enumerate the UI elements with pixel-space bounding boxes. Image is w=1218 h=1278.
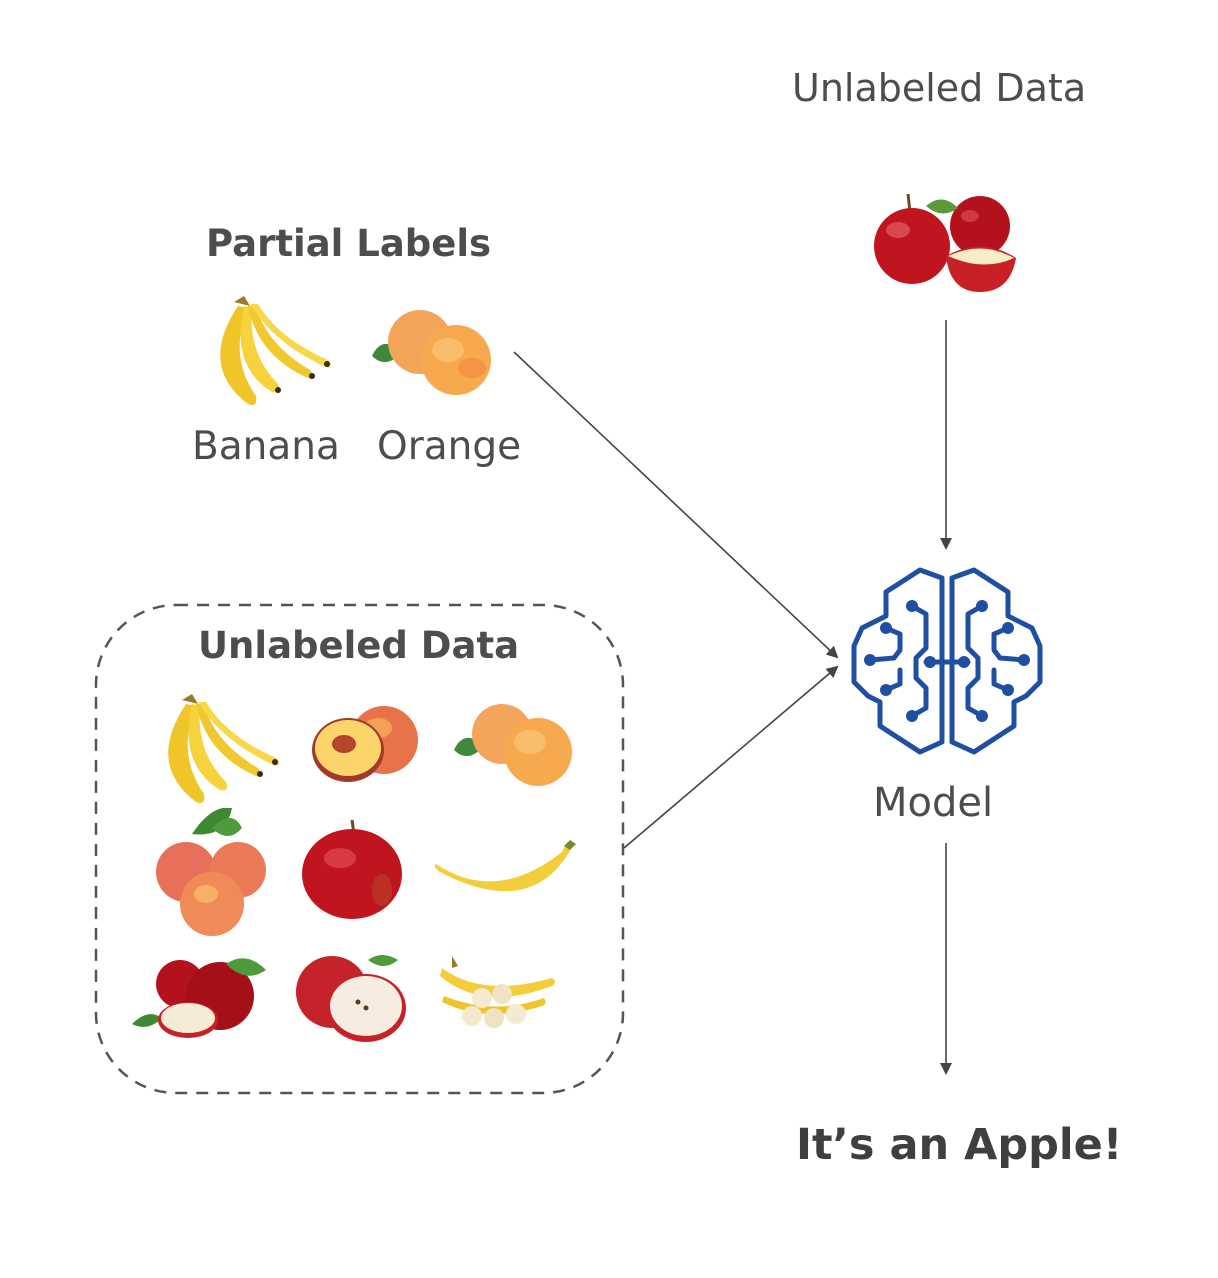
banana-slices-icon	[440, 956, 555, 1028]
orange-fruit-icon	[454, 704, 572, 786]
unlabeled-data-box	[94, 603, 625, 1095]
model-label: Model	[873, 780, 994, 826]
banana-bunch-icon	[168, 694, 279, 803]
red-apple-icon	[302, 819, 402, 919]
apples-icon	[132, 958, 266, 1038]
label-banana: Banana	[192, 424, 340, 469]
arrow-box-to-model	[623, 665, 839, 849]
partial-labels-title: Partial Labels	[206, 222, 492, 265]
apples-icon	[874, 193, 1016, 292]
top-unlabeled-data-title: Unlabeled Data	[792, 66, 1087, 110]
peach-halved-icon	[312, 706, 418, 782]
single-banana-icon	[434, 840, 576, 892]
banana-bunch-icon	[220, 296, 331, 405]
arrow-partial-to-model	[513, 351, 839, 659]
unlabeled-data-box-title: Unlabeled Data	[198, 624, 520, 667]
brain-circuit-icon	[851, 567, 1043, 755]
orange-fruit-icon	[372, 310, 491, 395]
peaches-icon	[156, 808, 266, 936]
apple-halved-icon	[296, 955, 406, 1042]
label-orange: Orange	[377, 424, 522, 469]
result-text: It’s an Apple!	[796, 1120, 1123, 1170]
